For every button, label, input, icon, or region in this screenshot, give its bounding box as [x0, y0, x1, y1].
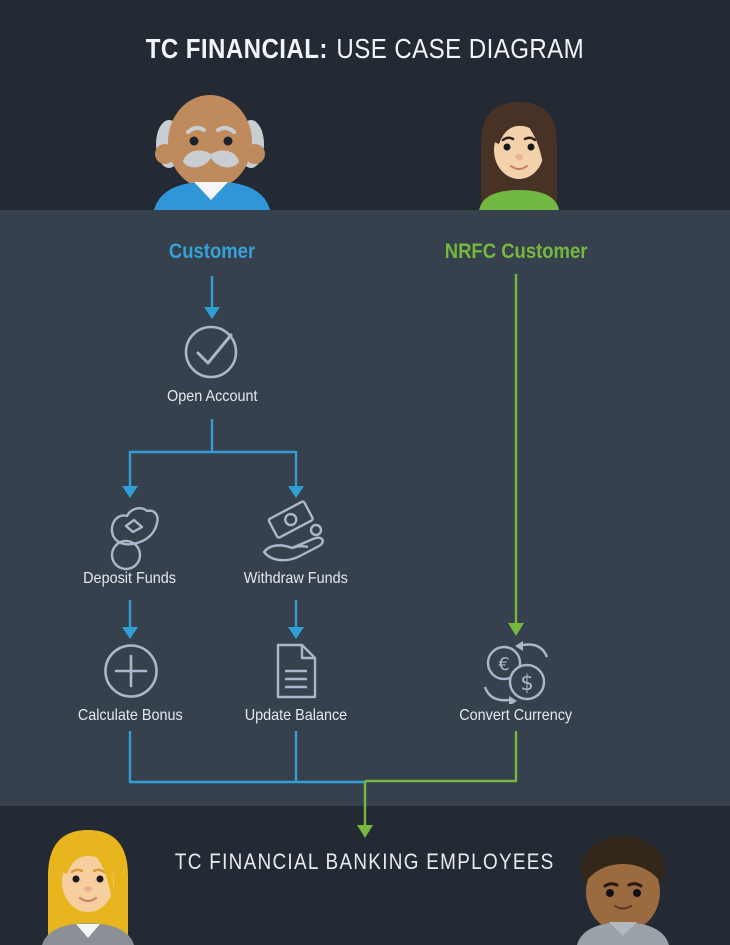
- convert-currency-label: Convert Currency: [459, 707, 573, 724]
- deposit-funds-label: Deposit Funds: [83, 570, 177, 587]
- nrfc-customer-label: NRFC Customer: [444, 240, 588, 263]
- page-title-rest: USE CASE DIAGRAM: [336, 33, 585, 64]
- avatar-customer: [154, 95, 270, 210]
- avatar-nrfc-customer: [479, 102, 559, 210]
- avatar-employee-woman: [42, 830, 134, 945]
- customer-label: Customer: [168, 240, 256, 263]
- footer-title: TC FINANCIAL BANKING EMPLOYEES: [175, 849, 555, 874]
- page-title-bold: TC FINANCIAL:: [145, 33, 328, 64]
- withdraw-funds-label: Withdraw Funds: [243, 570, 349, 587]
- open-account-label: Open Account: [166, 388, 258, 405]
- update-balance-label: Update Balance: [244, 707, 348, 724]
- avatar-employee-man: [577, 836, 669, 945]
- page-title: TC FINANCIAL: USE CASE DIAGRAM: [0, 33, 730, 65]
- calculate-bonus-label: Calculate Bonus: [77, 707, 183, 724]
